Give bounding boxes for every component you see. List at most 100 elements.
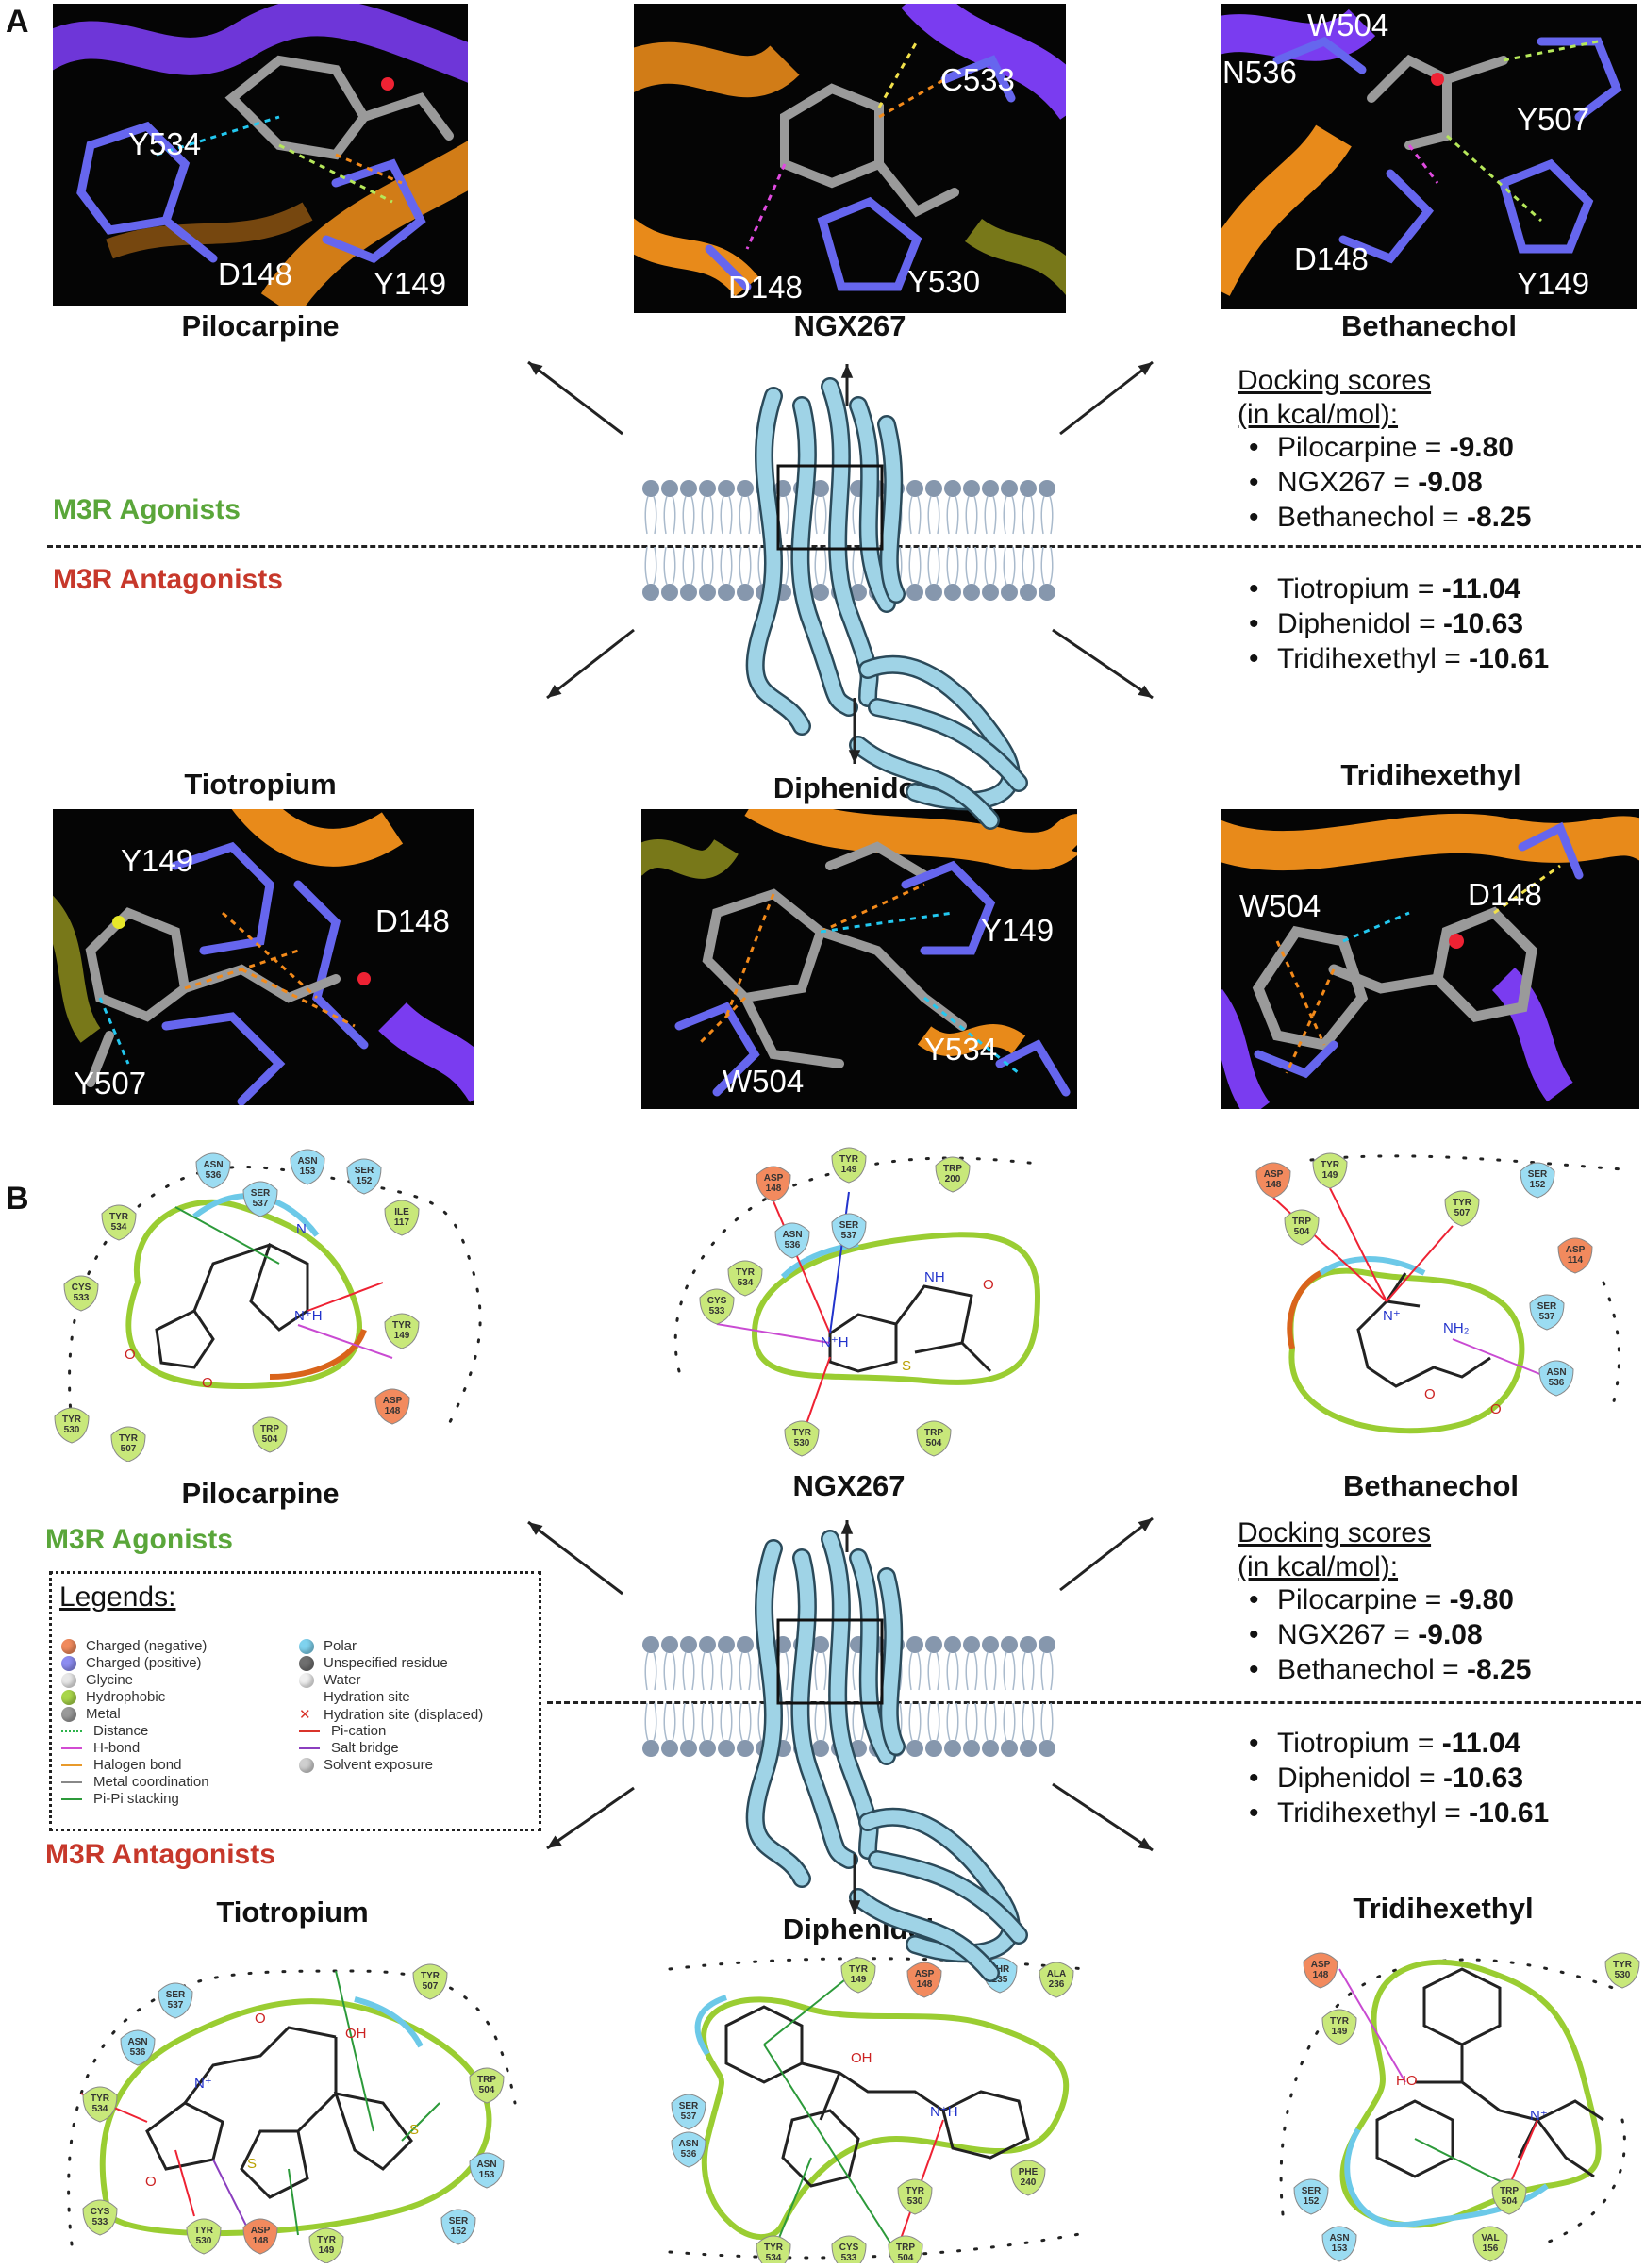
residue-chip-shape bbox=[1255, 1162, 1291, 1199]
residue-chip-label: 530 bbox=[64, 1425, 80, 1435]
lipid-head bbox=[869, 1636, 886, 1653]
residue-chip-label: ASP bbox=[1566, 1245, 1586, 1255]
lipid-head bbox=[699, 1636, 716, 1653]
residue-chip-shape bbox=[1284, 1209, 1320, 1246]
lipid-head bbox=[963, 1740, 980, 1757]
residue-chip-label: 152 bbox=[451, 2227, 467, 2237]
residue-chip-shape bbox=[242, 2218, 278, 2255]
residue-chip-label: 504 bbox=[898, 2253, 914, 2263]
lipid-head bbox=[982, 1740, 999, 1757]
residue-chip-label: ASN bbox=[127, 2037, 147, 2047]
panel-b-scores-unit: (in kcal/mol): bbox=[1238, 1551, 1399, 1582]
residue-chip-label: 533 bbox=[74, 1293, 90, 1303]
panel-a-antagonists-label: M3R Antagonists bbox=[53, 564, 283, 595]
residue-chip-shape bbox=[195, 1152, 231, 1189]
residue-chip-shape bbox=[290, 1149, 325, 1185]
lipid-tail bbox=[739, 1651, 752, 1691]
residue-chip-shape bbox=[831, 1147, 867, 1184]
legend-label: Metal bbox=[86, 1706, 121, 1722]
lipid-head bbox=[812, 1636, 829, 1653]
score-item: Pilocarpine = -9.80 bbox=[1238, 430, 1531, 465]
legend-item: Distance bbox=[61, 1723, 148, 1739]
legend-item: Halogen bond bbox=[61, 1757, 181, 1773]
pointer-arrow-head bbox=[1138, 685, 1153, 698]
residue-chip-label: 507 bbox=[1454, 1208, 1471, 1218]
legend-symbol bbox=[299, 1656, 314, 1672]
lipid-head bbox=[661, 1636, 678, 1653]
residue-label: W504 bbox=[723, 1064, 805, 1099]
lipid-head bbox=[812, 1740, 829, 1757]
ngx267-caption: NGX267 bbox=[793, 309, 906, 342]
residue-chip-label: 153 bbox=[1332, 2243, 1348, 2254]
lipid-head bbox=[793, 1740, 810, 1757]
diphenidol-docking-render: Y149 Y534 W504 bbox=[641, 809, 1077, 1109]
residue-chip-shape bbox=[82, 2086, 118, 2123]
lipid-tail bbox=[795, 1651, 808, 1691]
residue-chip-label: 149 bbox=[841, 1165, 857, 1175]
residue-chip-label: ASP bbox=[251, 2226, 271, 2236]
lipid-head bbox=[1020, 1740, 1037, 1757]
residue-chip-shape bbox=[756, 1166, 791, 1202]
lipid-head bbox=[642, 1740, 659, 1757]
lipid-tail bbox=[927, 1651, 940, 1691]
pointer-arrow-head bbox=[840, 364, 854, 378]
pointer-arrow-shaft bbox=[527, 360, 623, 436]
residue-chip-shape bbox=[699, 1288, 735, 1325]
pilocarpine-docking-render: Y534 D148 Y149 bbox=[53, 4, 468, 306]
lipid-head bbox=[925, 1740, 942, 1757]
residue-chip-label: TYR bbox=[1613, 1960, 1633, 1970]
legend-item: H-bond bbox=[61, 1740, 140, 1756]
residue-chip-label: 507 bbox=[423, 1981, 439, 1992]
legend-label: Pi-Pi stacking bbox=[93, 1791, 179, 1807]
legend-item: Charged (negative) bbox=[61, 1638, 207, 1655]
atom-label: O bbox=[125, 1347, 136, 1363]
score-item: NGX267 = -9.08 bbox=[1238, 1617, 1531, 1652]
lipid-tail bbox=[682, 1651, 695, 1691]
residue-chip-label: ASP bbox=[1264, 1169, 1284, 1180]
atom-label: O bbox=[202, 1375, 213, 1391]
panel-b-antagonists-label: M3R Antagonists bbox=[45, 1839, 275, 1870]
tiotropium-render-art bbox=[53, 809, 474, 1105]
lipid-tail bbox=[814, 1702, 827, 1742]
residue-chip-shape bbox=[1010, 2160, 1046, 2196]
residue-chip-label: 148 bbox=[917, 1979, 933, 1990]
atom-label: NH bbox=[924, 1269, 945, 1285]
legend-label: Halogen bond bbox=[93, 1757, 182, 1773]
residue-chip-shape bbox=[469, 2152, 505, 2189]
residue-chip-label: ASP bbox=[1311, 1960, 1331, 1970]
residue-chip-shape bbox=[346, 1158, 382, 1195]
legend-symbol bbox=[61, 1690, 76, 1706]
legend-item: Solvent exposure bbox=[299, 1757, 433, 1774]
residue-chip-label: 152 bbox=[357, 1176, 373, 1186]
lipid-head bbox=[1020, 1636, 1037, 1653]
residue-chip-label: 530 bbox=[794, 1438, 810, 1449]
score-item: Diphenidol = -10.63 bbox=[1238, 1761, 1549, 1796]
residue-label: N536 bbox=[1222, 55, 1297, 90]
lipid-head bbox=[680, 1740, 697, 1757]
lipid-tail bbox=[814, 1651, 827, 1691]
residue-chip-shape bbox=[671, 2094, 706, 2130]
atom-label: N bbox=[296, 1221, 307, 1237]
residue-chip-label: SER bbox=[251, 1188, 271, 1199]
residue-chip-label: VAL bbox=[1481, 2233, 1499, 2243]
atom-label: O bbox=[983, 1277, 994, 1293]
legend-label: Unspecified residue bbox=[324, 1655, 448, 1671]
lipid-tail bbox=[776, 1702, 789, 1742]
